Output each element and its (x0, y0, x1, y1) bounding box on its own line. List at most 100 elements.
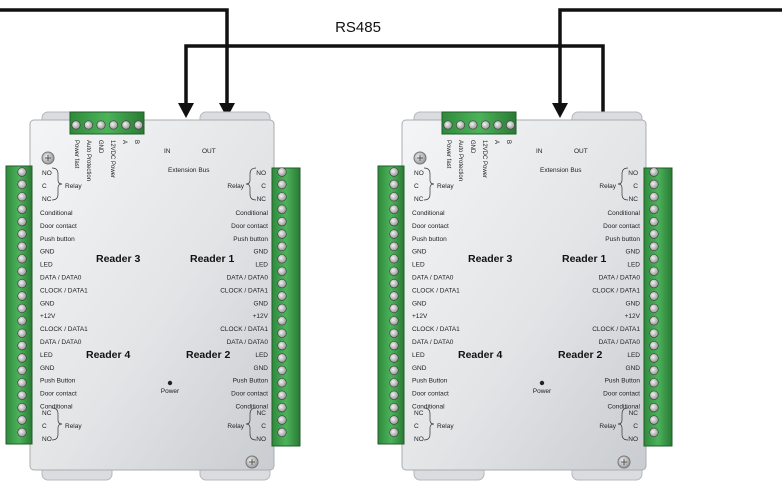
terminal-screw (17, 241, 27, 251)
terminal-label-right: CLOCK / DATA1 (220, 326, 268, 333)
terminal-screw (649, 427, 659, 438)
terminal-screw (17, 217, 27, 227)
terminal-screw (389, 279, 399, 289)
terminal-label-right: Door contact (603, 223, 640, 230)
relay-pin-left: NO (414, 170, 424, 177)
relay-pin-right: C (633, 183, 638, 190)
terminal-label-left: GND (412, 365, 427, 372)
screw-slot (621, 459, 627, 465)
top-terminal-label: GND (97, 140, 103, 154)
relay-pin-right: NC (257, 410, 267, 417)
top-terminal-label: Power fast (73, 140, 79, 169)
relay-label-left: Relay (437, 183, 454, 190)
terminal-screw (389, 341, 399, 351)
relay-pin-right: NO (628, 436, 638, 443)
terminal-screw (389, 390, 399, 400)
terminal-screw (277, 303, 287, 314)
terminal-label-left: DATA / DATA0 (40, 275, 82, 282)
port-out-label: OUT (574, 148, 588, 155)
terminal-screw (277, 254, 287, 264)
reader-2-label: Reader 2 (558, 349, 603, 361)
terminal-label-left: Conditional (412, 210, 445, 217)
terminal-screw (649, 316, 659, 326)
relay-brace-right (617, 407, 629, 441)
power-led-label: Power (533, 388, 552, 395)
terminal-screw (389, 316, 399, 326)
power-led-label: Power (161, 388, 180, 395)
arrow-out-1 (219, 103, 235, 118)
relay-pin-left: NO (42, 436, 52, 443)
terminal-screw (649, 353, 659, 363)
terminal-screw (17, 167, 27, 177)
relay-pin-left: C (42, 183, 47, 190)
terminal-screw (493, 120, 503, 130)
terminal-screw (456, 120, 466, 130)
relay-pin-right: NO (256, 170, 266, 177)
terminal-screw (389, 241, 399, 251)
terminal-screw (649, 217, 659, 227)
terminal-screw (17, 254, 27, 264)
port-out-label: OUT (202, 148, 216, 155)
terminal-label-right: DATA / DATA0 (227, 339, 269, 346)
relay-pin-right: C (261, 423, 266, 430)
terminal-label-right: GND (254, 365, 269, 372)
terminal-label-right: Conditional (235, 404, 268, 411)
terminal-screw (277, 328, 287, 338)
terminal-screw (649, 266, 659, 276)
terminal-screw (389, 192, 399, 202)
relay-label-left: Relay (65, 183, 82, 190)
terminal-screw (649, 341, 659, 351)
terminal-label-left: DATA / DATA0 (40, 339, 82, 346)
terminal-screw (649, 179, 659, 189)
terminal-screw (649, 291, 659, 301)
terminal-screw (134, 120, 144, 130)
top-terminal-label: B (133, 140, 139, 144)
terminal-label-right: Conditional (235, 210, 268, 217)
left-terminal-strip (377, 165, 405, 445)
terminal-label-left: Push Button (40, 378, 76, 385)
terminal-screw (277, 390, 287, 400)
relay-pin-left: C (414, 183, 419, 190)
terminal-label-left: Door contact (40, 391, 77, 398)
terminal-label-right: LED (627, 352, 640, 359)
controller-plate (29, 119, 275, 471)
top-terminal-label: Auto Protection (457, 140, 463, 181)
top-terminal-label: 12VDC Power (481, 140, 487, 178)
terminal-label-left: CLOCK / DATA1 (412, 287, 460, 294)
relay-pin-right: NO (628, 170, 638, 177)
terminal-label-left: Conditional (412, 404, 445, 411)
relay-pin-right: C (261, 183, 266, 190)
wire-right-feed (558, 8, 782, 105)
power-led (539, 380, 545, 386)
terminal-label-right: +12V (253, 313, 269, 320)
right-terminal-strip (643, 167, 673, 447)
terminal-screw (649, 229, 659, 239)
terminal-label-left: GND (412, 300, 427, 307)
relay-label-right: Relay (227, 423, 244, 430)
arrow-in-2 (552, 103, 568, 118)
reader-3-label: Reader 3 (468, 253, 513, 265)
top-terminal-label: A (121, 140, 127, 144)
terminal-screw (649, 241, 659, 251)
terminal-label-left: GND (40, 249, 55, 256)
port-in-label: IN (536, 148, 543, 155)
terminal-label-left: CLOCK / DATA1 (40, 287, 88, 294)
controller-plate (401, 119, 647, 471)
wire-left-feed (0, 8, 229, 105)
terminal-screw (17, 316, 27, 326)
terminal-label-left: Conditional (40, 210, 73, 217)
terminal-screw (17, 341, 27, 351)
terminal-screw (649, 204, 659, 214)
terminal-label-left: Push button (412, 236, 447, 243)
terminal-screw (389, 427, 399, 438)
terminal-screw (277, 353, 287, 363)
reader-1-label: Reader 1 (562, 253, 607, 265)
terminal-label-right: Conditional (607, 210, 640, 217)
terminal-screw (649, 279, 659, 289)
relay-brace-left (423, 167, 435, 201)
terminal-label-right: +12V (625, 313, 641, 320)
terminal-screw (84, 120, 94, 130)
terminal-label-left: Push Button (412, 378, 448, 385)
